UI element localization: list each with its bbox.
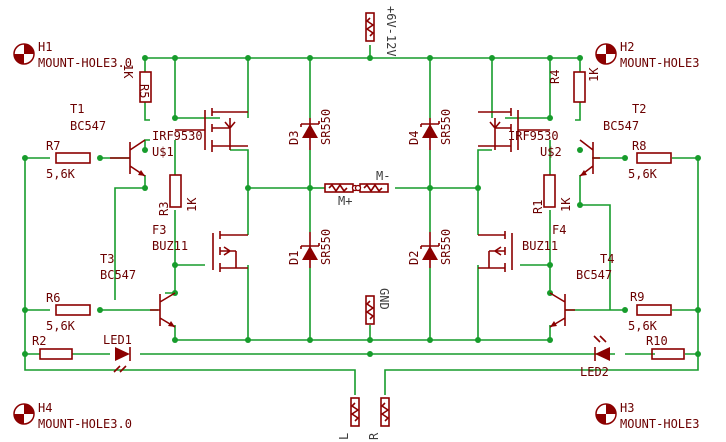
resistor-r5: R5 1K xyxy=(121,64,152,103)
h3-ref: H3 xyxy=(620,401,634,415)
r3-value: 1K xyxy=(185,197,199,212)
t4-value: BC547 xyxy=(576,268,612,282)
d1-value: SR550 xyxy=(319,229,333,265)
r4-value: 1K xyxy=(587,67,601,82)
ground-label: GND xyxy=(377,288,391,310)
f4-ref: F4 xyxy=(552,223,566,237)
d2-ref: D2 xyxy=(407,251,421,265)
t2-value: BC547 xyxy=(603,119,639,133)
pin-motor-plus[interactable]: M+ xyxy=(324,183,359,208)
h4-ref: H4 xyxy=(38,401,52,415)
r10-ref: R10 xyxy=(646,334,668,348)
r9-value: 5,6K xyxy=(628,319,658,333)
u1-value: IRF9530 xyxy=(152,129,203,143)
mount-hole-icon xyxy=(595,43,617,65)
r7-ref: R7 xyxy=(46,139,60,153)
mount-hole-h2: H2 MOUNT-HOLE3 xyxy=(595,40,699,70)
resistor-r9: R9 5,6K xyxy=(628,290,672,333)
f3-value: BUZ11 xyxy=(152,239,188,253)
f3-ref: F3 xyxy=(152,223,166,237)
t1-ref: T1 xyxy=(70,102,84,116)
pin-motor-minus[interactable]: M- xyxy=(354,169,391,193)
u2-ref: U$2 xyxy=(540,145,562,159)
r3-ref: R3 xyxy=(157,202,171,216)
right-label: R xyxy=(367,432,381,440)
motor-minus-label: M- xyxy=(376,169,390,183)
d4-value: SR550 xyxy=(439,109,453,145)
t1-value: BC547 xyxy=(70,119,106,133)
transistor-t1: T1 BC547 xyxy=(70,102,146,177)
r7-value: 5,6K xyxy=(46,167,76,181)
mosfet-u1: IRF9530 U$1 xyxy=(152,108,248,159)
d4-ref: D4 xyxy=(407,131,421,145)
resistor-r2: R2 xyxy=(32,334,73,360)
r5-value: 1K xyxy=(121,64,135,79)
mount-hole-h1: H1 MOUNT-HOLE3.0 xyxy=(13,40,132,70)
t3-value: BC547 xyxy=(100,268,136,282)
mosfet-f3: F3 BUZ11 xyxy=(152,223,248,272)
r6-value: 5,6K xyxy=(46,319,76,333)
mosfet-f4: F4 BUZ11 xyxy=(478,223,566,272)
h4-value: MOUNT-HOLE3.0 xyxy=(38,417,132,431)
t4-ref: T4 xyxy=(600,252,614,266)
resistor-r7: R7 5,6K xyxy=(46,139,91,181)
led-led2: LED2 xyxy=(580,335,610,379)
t3-ref: T3 xyxy=(100,252,114,266)
d3-ref: D3 xyxy=(287,131,301,145)
h1-value: MOUNT-HOLE3.0 xyxy=(38,56,132,70)
h2-ref: H2 xyxy=(620,40,634,54)
h3-value: MOUNT-HOLE3 xyxy=(620,417,699,431)
mount-hole-icon xyxy=(595,403,617,425)
resistor-r4: R4 1K xyxy=(548,67,601,103)
diode-d3: D3 SR550 xyxy=(287,109,333,150)
r2-ref: R2 xyxy=(32,334,46,348)
u1-ref: U$1 xyxy=(152,145,174,159)
mount-hole-icon xyxy=(13,403,35,425)
r8-value: 5,6K xyxy=(628,167,658,181)
mosfet-u2: IRF9530 U$2 xyxy=(478,108,562,159)
f4-value: BUZ11 xyxy=(522,239,558,253)
d2-value: SR550 xyxy=(439,229,453,265)
r4-ref: R4 xyxy=(548,70,562,84)
r5-ref: R5 xyxy=(137,84,151,98)
r1-ref: R1 xyxy=(531,200,545,214)
supply-label: +6V-12V xyxy=(384,6,398,57)
led2-ref: LED2 xyxy=(580,365,609,379)
diode-d1: D1 SR550 xyxy=(287,229,333,268)
r6-ref: R6 xyxy=(46,291,60,305)
resistor-r8: R8 5,6K xyxy=(628,139,672,181)
motor-plus-label: M+ xyxy=(338,194,352,208)
transistor-t3: T3 BC547 xyxy=(100,252,176,328)
mount-hole-icon xyxy=(13,43,35,65)
mount-hole-h4: H4 MOUNT-HOLE3.0 xyxy=(13,401,132,431)
led1-ref: LED1 xyxy=(103,333,132,347)
resistor-r1: R1 1K xyxy=(531,174,573,214)
pin-left[interactable]: L xyxy=(337,397,360,440)
t2-ref: T2 xyxy=(632,102,646,116)
pin-supply[interactable]: +6V-12V xyxy=(365,6,398,57)
r8-ref: R8 xyxy=(632,139,646,153)
left-label: L xyxy=(337,433,351,440)
junctions xyxy=(22,55,701,357)
diode-d2: D2 SR550 xyxy=(407,229,453,268)
transistor-t2: T2 BC547 xyxy=(579,102,646,177)
r1-value: 1K xyxy=(559,197,573,212)
h2-value: MOUNT-HOLE3 xyxy=(620,56,699,70)
diode-d4: D4 SR550 xyxy=(407,109,453,150)
d3-value: SR550 xyxy=(319,109,333,145)
pin-right[interactable]: R xyxy=(367,397,390,440)
pin-ground[interactable]: GND xyxy=(365,288,391,325)
transistor-t4: T4 BC547 xyxy=(549,252,614,328)
resistor-r3: R3 1K xyxy=(157,174,199,216)
d1-ref: D1 xyxy=(287,251,301,265)
h1-ref: H1 xyxy=(38,40,52,54)
r9-ref: R9 xyxy=(630,290,644,304)
resistor-r6: R6 5,6K xyxy=(46,291,91,333)
led-led1: LED1 xyxy=(103,333,132,373)
mount-hole-h3: H3 MOUNT-HOLE3 xyxy=(595,401,699,431)
u2-value: IRF9530 xyxy=(508,129,559,143)
resistor-r10: R10 xyxy=(646,334,685,360)
